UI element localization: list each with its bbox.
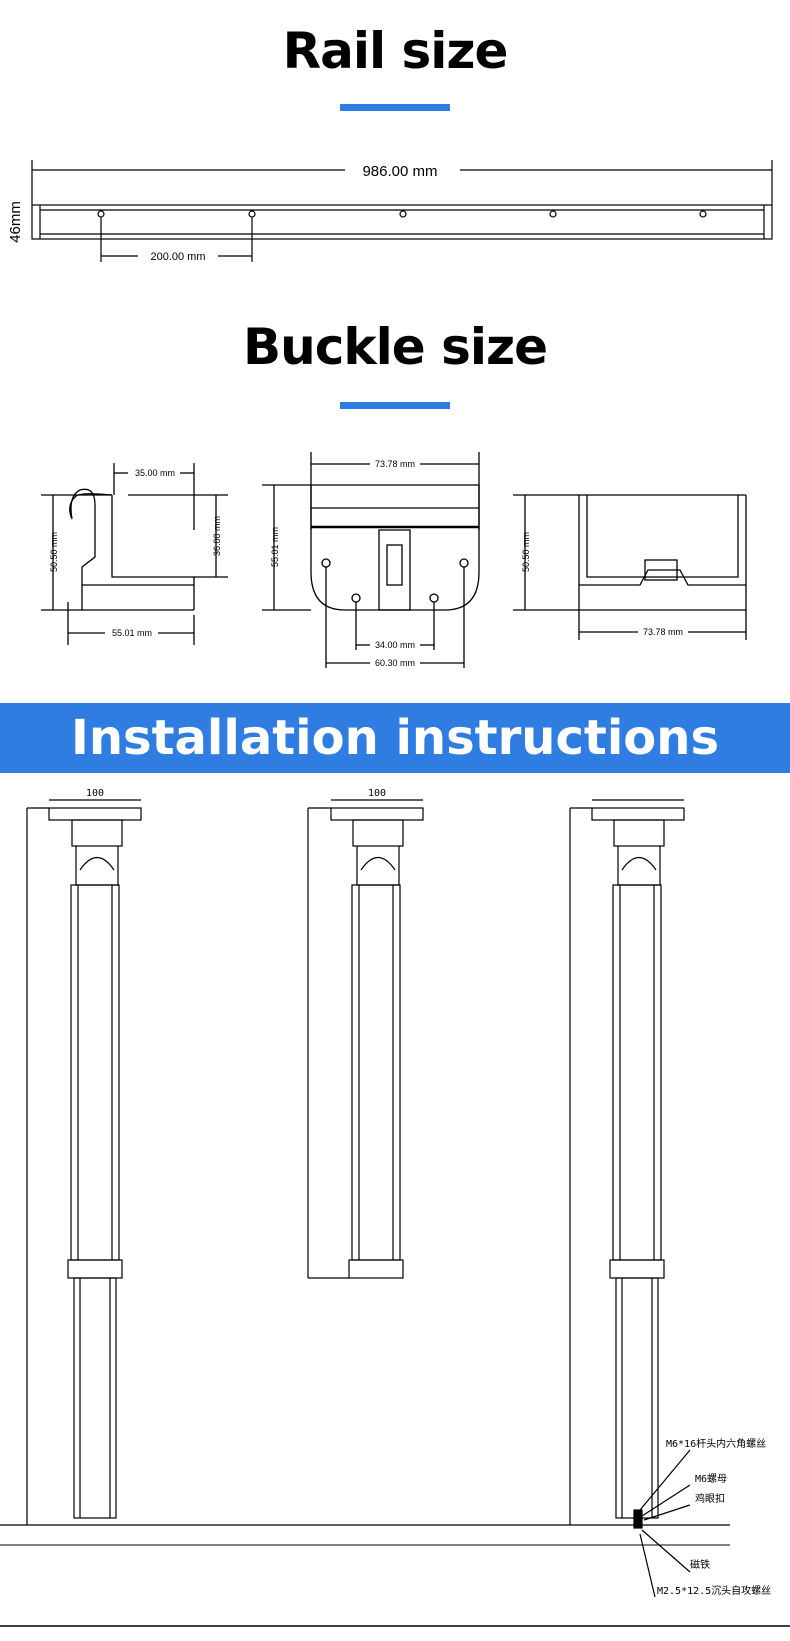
- buckle-back-height-label: 50.50 mm: [521, 532, 531, 572]
- rail-length-label: 986.00 mm: [362, 163, 437, 180]
- buckle-front-drawing: [262, 452, 480, 668]
- pole-left: [26, 799, 142, 1525]
- rail-drawing: [31, 160, 773, 262]
- buckle-front-width-label: 73.78 mm: [375, 459, 415, 469]
- plate-width-label: 100: [86, 788, 104, 799]
- buckle-side-drawing: [41, 463, 228, 645]
- plate-width-label: 100: [368, 788, 386, 799]
- buckle-back-width-label: 73.78 mm: [643, 627, 683, 637]
- rail-size-title: Rail size: [282, 22, 509, 80]
- title-underline: [340, 402, 450, 409]
- part-label-nut: M6螺母: [695, 1473, 727, 1485]
- buckle-front-height-label: 55.01 mm: [270, 527, 280, 567]
- buckle-back-drawing: [513, 494, 747, 640]
- buckle-side-bottom-label: 55.01 mm: [112, 628, 152, 638]
- buckle-front-outer-holes-label: 60.30 mm: [375, 658, 415, 668]
- pole-right: [569, 799, 691, 1598]
- rail-spacing-label: 200.00 mm: [150, 251, 205, 263]
- part-label-screw: M6*16杆头内六角螺丝: [666, 1437, 766, 1450]
- part-label-grommet: 鸡眼扣: [695, 1492, 725, 1505]
- installation-banner: Installation instructions: [0, 703, 790, 773]
- buckle-front-inner-holes-label: 34.00 mm: [375, 640, 415, 650]
- buckle-size-title: Buckle size: [243, 318, 548, 376]
- title-underline: [340, 104, 450, 111]
- part-label-self-tapping-screw: M2.5*12.5沉头自攻螺丝: [657, 1584, 771, 1597]
- rail-height-label: 46mm: [7, 201, 24, 243]
- buckle-side-height-label: 50.50 mm: [49, 532, 59, 572]
- part-label-magnet: 磁铁: [690, 1558, 710, 1571]
- pole-middle: [307, 799, 424, 1279]
- buckle-side-top-label: 35.00 mm: [135, 468, 175, 478]
- buckle-side-inner-label: 36.00 mm: [212, 516, 222, 556]
